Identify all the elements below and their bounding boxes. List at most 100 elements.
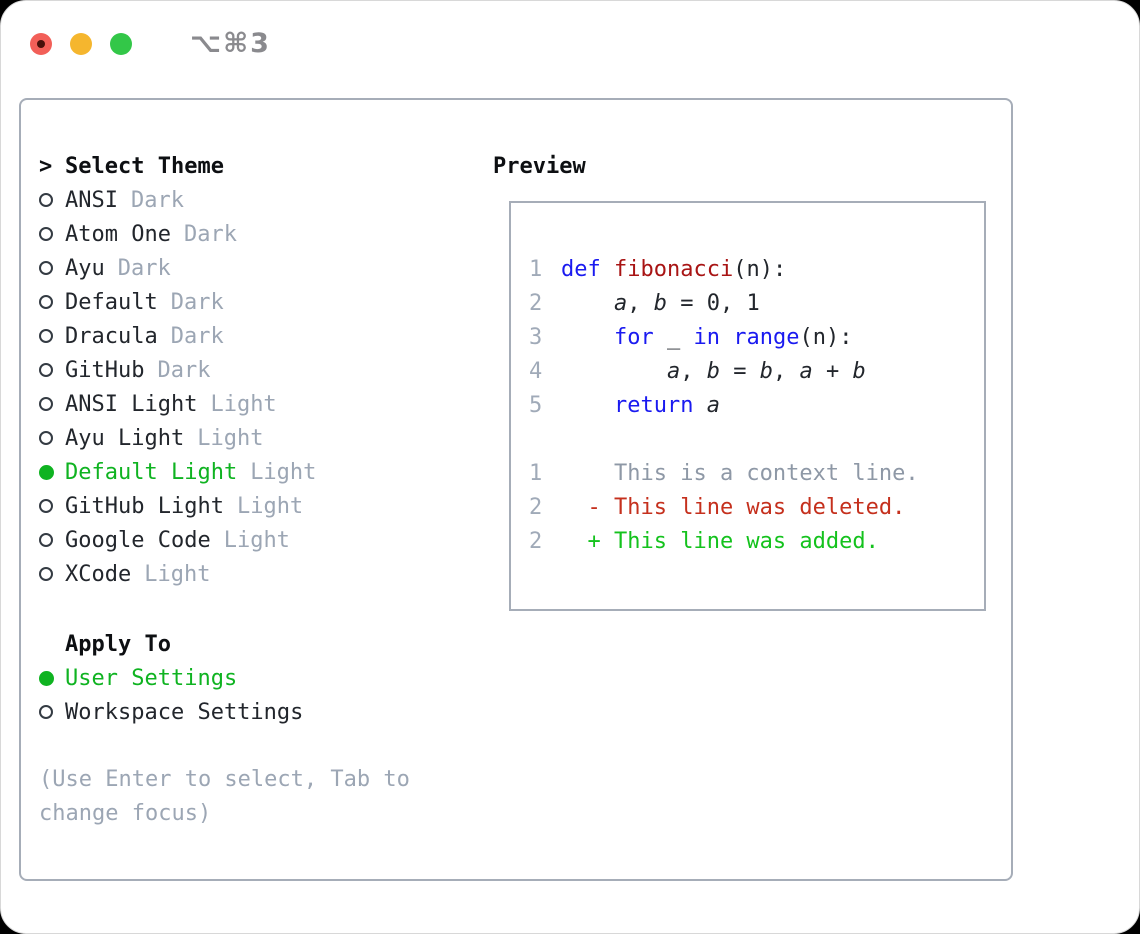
code-token-variable: a [613, 290, 628, 316]
close-button[interactable] [30, 32, 52, 55]
radio-selected-icon [39, 464, 54, 480]
theme-variant-tag: Light [250, 459, 317, 485]
code-token-variable: b [653, 290, 667, 316]
theme-variant-tag: Dark [170, 289, 224, 315]
option-label: GitHub Light [65, 493, 224, 519]
code-token-plain [561, 393, 614, 418]
option-label: User Settings [65, 665, 238, 691]
line-number: 3 [529, 324, 543, 350]
theme-variant-tag: Dark [117, 255, 171, 281]
unsaved-changes-indicator-icon [37, 39, 45, 48]
radio-unselected-icon [39, 261, 53, 275]
titlebar: ⌥⌘3 [30, 28, 271, 59]
code-line [529, 422, 984, 456]
code-token-variable: b [706, 358, 720, 384]
option-label: ANSI [65, 187, 118, 213]
option-marker [39, 705, 65, 719]
code-token-deleted: - This line was deleted. [561, 494, 906, 520]
hint-text: (Use Enter to select, Tab to change focu… [39, 767, 410, 826]
minimize-button[interactable] [70, 32, 92, 55]
code-token-plain: , [627, 290, 654, 316]
apply-to-title: Apply To [65, 631, 171, 657]
radio-unselected-icon [39, 397, 53, 411]
preview-title: Preview [493, 153, 586, 179]
code-token-plain: , [772, 358, 800, 384]
prompt-caret-icon: > [39, 153, 53, 179]
window-title: ⌥⌘3 [190, 28, 271, 59]
option-marker [39, 397, 65, 411]
theme-variant-tag: Dark [183, 221, 237, 247]
code-line: 2 - This line was deleted. [529, 490, 984, 524]
line-number: 4 [529, 358, 543, 384]
zoom-button[interactable] [110, 32, 132, 55]
option-label: XCode [65, 561, 132, 587]
apply-to-header: Apply To [39, 627, 475, 661]
theme-option[interactable]: Default Dark [39, 285, 475, 319]
theme-option[interactable]: Default Light Light [39, 455, 475, 489]
option-label: Google Code [65, 527, 211, 553]
option-marker [39, 261, 65, 275]
theme-option[interactable]: Dracula Dark [39, 319, 475, 353]
code-token-plain: = [719, 358, 760, 384]
code-token-plain: (n): [799, 324, 853, 350]
theme-variant-tag: Light [223, 527, 290, 553]
code-token-plain: (n): [733, 256, 787, 282]
code-line: 1 This is a context line. [529, 456, 984, 490]
code-token-variable: a [799, 358, 813, 384]
code-token-variable: b [852, 358, 866, 384]
option-marker [39, 329, 65, 343]
code-line: 4 a, b = b, a + b [529, 354, 984, 388]
code-token-plain: + [812, 358, 853, 384]
code-token-plain [720, 325, 733, 350]
theme-option[interactable]: ANSI Light Light [39, 387, 475, 421]
option-marker [39, 227, 65, 241]
code-token-plain: = 0, 1 [666, 290, 760, 316]
code-token-variable: b [759, 358, 773, 384]
code-token-plain [561, 291, 614, 316]
option-label: ANSI Light [65, 391, 198, 417]
option-marker [39, 363, 65, 377]
option-label: Default Light [65, 459, 238, 485]
code-line: 2 a, b = 0, 1 [529, 286, 984, 320]
option-label: GitHub [65, 357, 145, 383]
code-token-plain [693, 393, 706, 418]
option-label: Default [65, 289, 158, 315]
theme-variant-tag: Dark [170, 323, 224, 349]
code-token-plain: _ [653, 324, 694, 350]
code-line: 3 for _ in range(n): [529, 320, 984, 354]
theme-variant-tag: Light [210, 391, 277, 417]
code-line: 5 return a [529, 388, 984, 422]
code-token-keyword: return [613, 392, 694, 418]
code-token-variable: a [706, 392, 720, 418]
option-marker [39, 464, 65, 480]
option-label: Workspace Settings [65, 699, 304, 725]
radio-unselected-icon [39, 329, 53, 343]
apply-to-option[interactable]: Workspace Settings [39, 695, 475, 729]
code-token-added: + This line was added. [561, 528, 879, 554]
line-number: 5 [529, 392, 543, 418]
apply-to-option[interactable]: User Settings [39, 661, 475, 695]
radio-unselected-icon [39, 227, 53, 241]
radio-unselected-icon [39, 533, 53, 547]
option-label: Dracula [65, 323, 158, 349]
code-token-plain [561, 325, 614, 350]
code-token-plain: , [680, 358, 707, 384]
theme-option[interactable]: Google Code Light [39, 523, 475, 557]
code-token-keyword: in [693, 324, 720, 350]
theme-option[interactable]: Atom One Dark [39, 217, 475, 251]
code-line: 2 + This line was added. [529, 524, 984, 558]
code-token-keyword: range [733, 324, 800, 350]
option-label: Atom One [65, 221, 171, 247]
option-marker [39, 431, 65, 445]
